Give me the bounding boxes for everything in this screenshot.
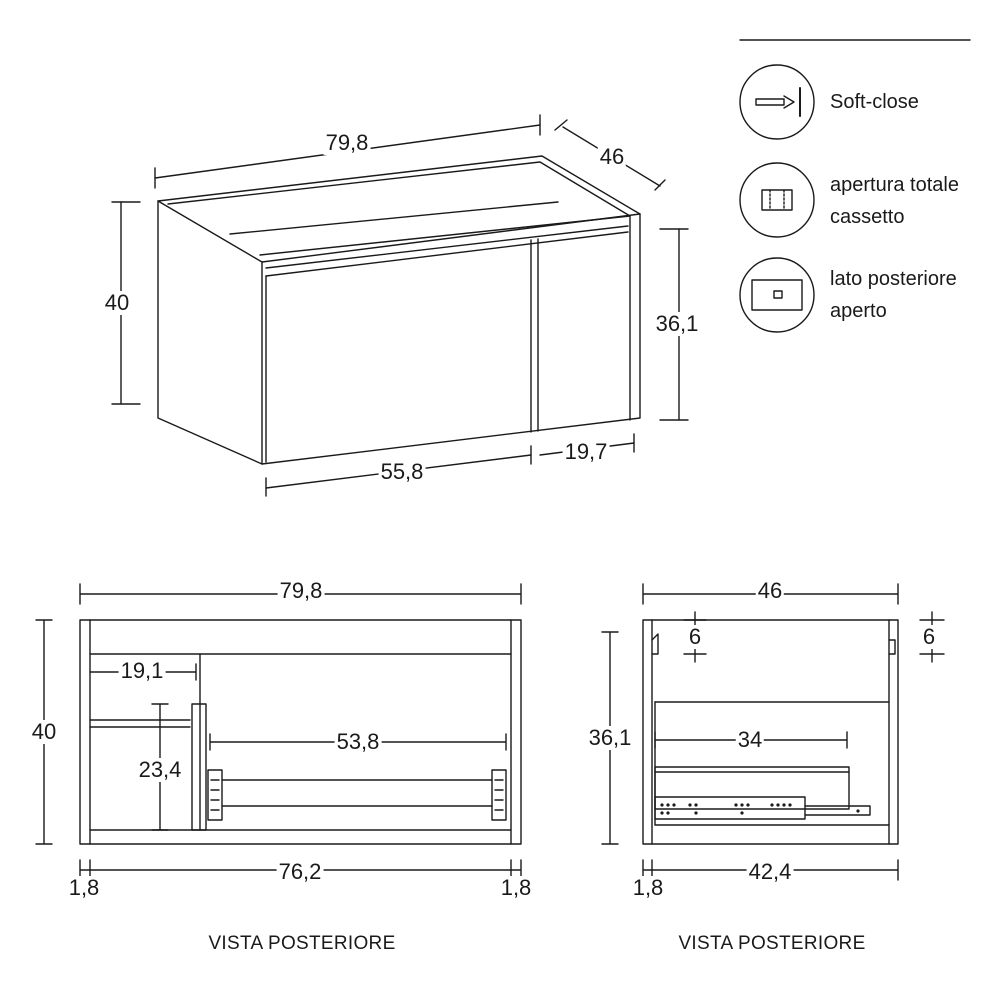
dim-side-height: 36,1: [586, 725, 634, 750]
dim-drawer-inner-width: 53,8: [334, 729, 382, 754]
dim-door-width: 19,7: [562, 439, 610, 464]
caption-rear-view-left: VISTA POSTERIORE: [208, 933, 396, 954]
dim-side-depth: 46: [755, 578, 785, 603]
dim-height: 40: [102, 290, 132, 315]
dim-rear-height: 40: [29, 719, 59, 744]
dim-lines-rear-left: [35, 583, 522, 881]
dim-top-gap-left: 6: [686, 624, 704, 649]
legend-line: lato posteriore: [830, 268, 957, 290]
full-extension-drawer-icon: [739, 162, 815, 238]
dim-shelf-height: 23,4: [136, 757, 184, 782]
rear-view-left-lines: [79, 619, 522, 845]
legend-graphics: [739, 39, 971, 333]
dim-inner-width: 76,2: [276, 859, 324, 884]
dim-left-panel: 1,8: [66, 875, 102, 900]
legend-line: cassetto: [830, 206, 905, 228]
legend-label-soft-close: Soft-close: [830, 91, 919, 113]
dim-top-gap-right: 6: [920, 624, 938, 649]
dim-shelf-width: 19,1: [118, 658, 166, 683]
dim-inner-depth: 42,4: [746, 859, 794, 884]
dim-depth: 46: [597, 144, 627, 169]
dim-drawer-depth: 34: [735, 727, 765, 752]
legend-line: apertura totale: [830, 174, 959, 196]
legend-label-full-extension: apertura totale cassetto: [830, 169, 959, 233]
legend-label-open-back: lato posteriore aperto: [830, 263, 957, 327]
soft-close-icon: [739, 64, 815, 140]
open-back-icon: [739, 257, 815, 333]
dim-right-panel: 1,8: [498, 875, 534, 900]
dim-lines-side-right: [601, 583, 945, 881]
dim-width-top: 79,8: [323, 130, 371, 155]
dim-back-panel: 1,8: [630, 875, 666, 900]
dim-front-height: 36,1: [653, 311, 701, 336]
cabinet-perspective: [157, 155, 641, 465]
slide-holes: [660, 803, 860, 815]
dim-rear-width: 79,8: [277, 578, 325, 603]
caption-rear-view-right: VISTA POSTERIORE: [678, 933, 866, 954]
side-view-right-lines: [642, 619, 899, 845]
dim-drawer-width: 55,8: [378, 459, 426, 484]
legend-line: aperto: [830, 300, 887, 322]
